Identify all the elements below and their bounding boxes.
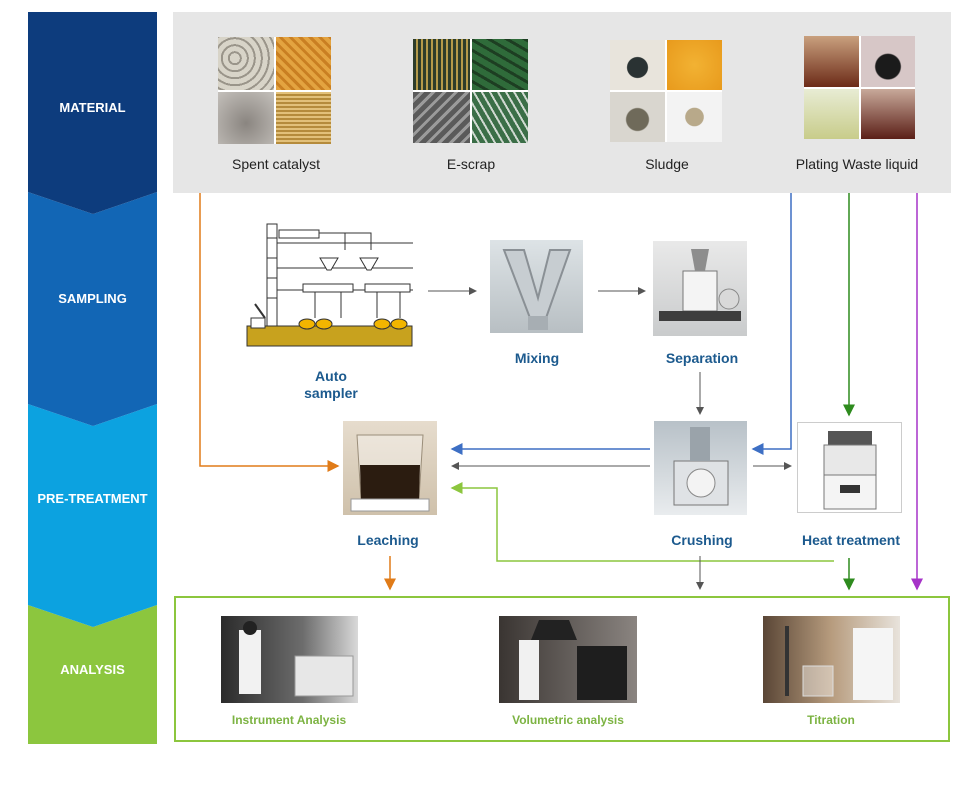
mixing-photo (490, 240, 583, 333)
analysis-caption-instrument: Instrument Analysis (231, 713, 347, 727)
titration-photo (763, 616, 900, 703)
spent-catalyst-photo (218, 37, 331, 144)
plating-waste-liquid-photo (804, 36, 915, 139)
material-caption-e-scrap: E-scrap (446, 156, 496, 172)
auto-sampler-caption-line: Auto sampler (304, 368, 358, 401)
leaching-caption: Leaching (357, 532, 419, 548)
stage-label-analysis: ANALYSIS (60, 662, 125, 677)
material-caption-spent-catalyst: Spent catalyst (232, 156, 320, 172)
instrument-analysis-photo (221, 616, 358, 703)
separation-caption: Separation (665, 350, 739, 366)
sludge-photo (610, 40, 722, 142)
separation-photo (653, 241, 747, 336)
heat-treatment-caption: Heat treatment (801, 532, 901, 548)
stage-pretreatment-shape (28, 404, 157, 627)
auto-sampler-illustration (246, 223, 413, 347)
stage-sampling-shape (28, 192, 157, 426)
material-caption-plating-waste-liquid: Plating Waste liquid (795, 156, 919, 172)
analysis-caption-titration: Titration (807, 713, 855, 727)
stage-label-material: MATERIAL (59, 100, 126, 115)
volumetric-analysis-photo (499, 616, 637, 703)
crushing-photo (654, 421, 747, 515)
auto-sampler-caption: Auto sampler (291, 368, 371, 402)
crushing-caption: Crushing (671, 532, 733, 548)
heat-treatment-photo (797, 422, 902, 513)
stage-label-pretreatment: PRE-TREATMENT (37, 491, 148, 506)
stage-analysis-shape (28, 605, 157, 744)
mixing-caption: Mixing (514, 350, 560, 366)
e-scrap-photo (413, 39, 528, 143)
analysis-caption-volumetric: Volumetric analysis (512, 713, 624, 727)
stage-label-sampling: SAMPLING (58, 291, 127, 306)
stage-material-shape (28, 12, 157, 214)
material-caption-sludge: Sludge (645, 156, 689, 172)
leaching-photo (343, 421, 437, 515)
